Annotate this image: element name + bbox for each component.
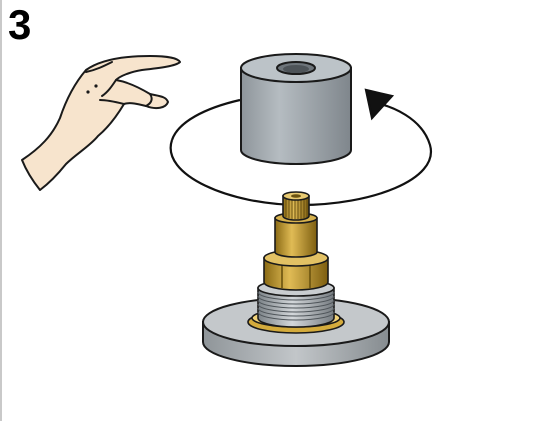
rotate-arrow-icon [169, 88, 433, 207]
valve-cartridge-icon [247, 191, 345, 334]
hand-icon [21, 55, 181, 191]
step-number: 3 [8, 1, 32, 48]
cap-sleeve [240, 53, 352, 165]
frame-border [0, 0, 2, 421]
